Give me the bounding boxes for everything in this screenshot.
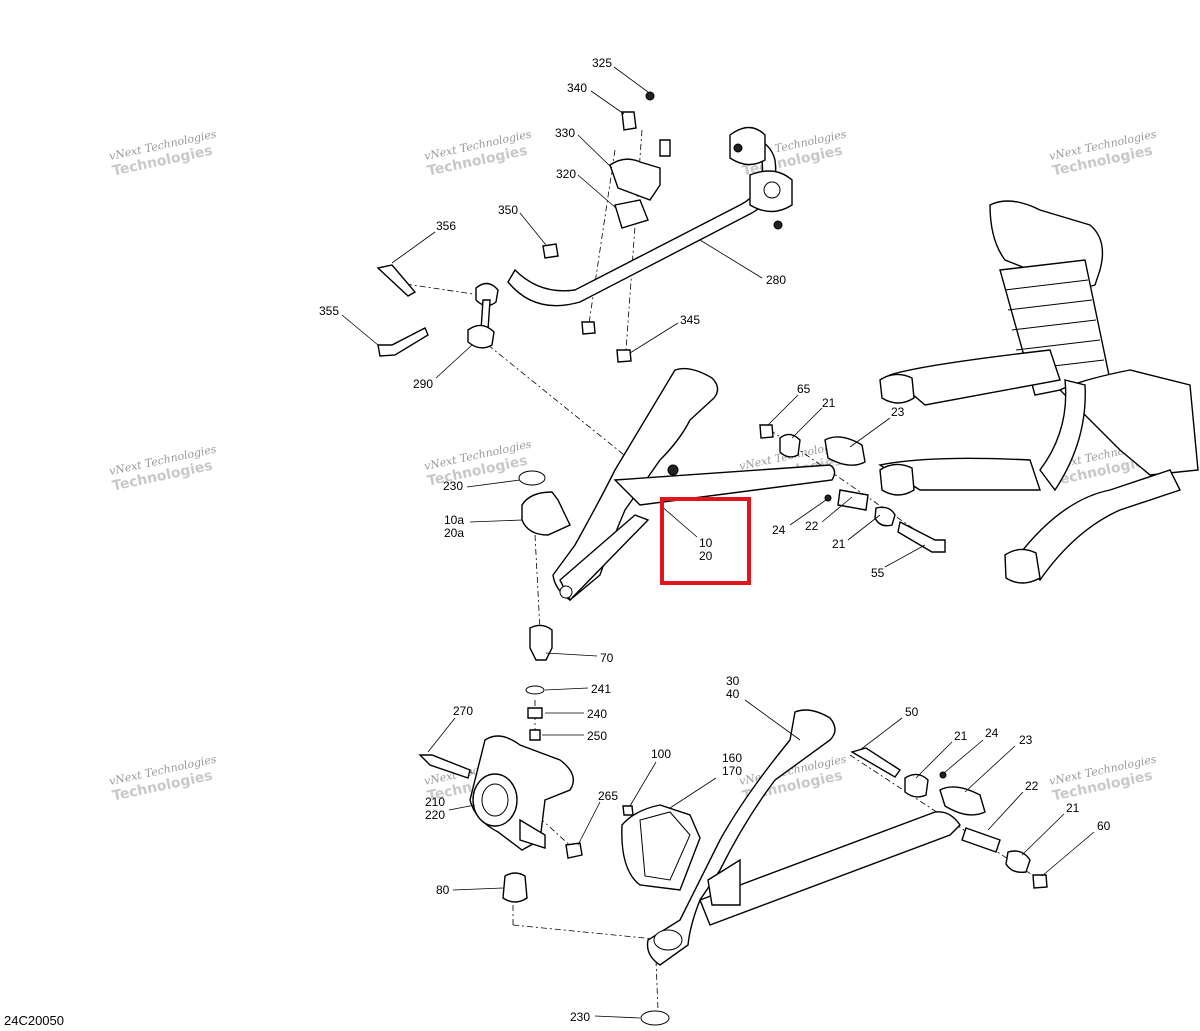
callout-330: 330: [555, 126, 575, 140]
callout-210: 210: [425, 795, 445, 809]
callout-21-upper-b: 21: [832, 537, 846, 551]
upper-a-arm: [518, 367, 836, 602]
callout-345: 345: [680, 313, 700, 327]
callout-30: 30: [726, 674, 740, 688]
steering-knuckle: [418, 624, 583, 903]
callout-340: 340: [567, 81, 587, 95]
callout-240: 240: [587, 707, 607, 721]
callout-250: 250: [587, 729, 607, 743]
callout-230-upper: 230: [443, 479, 463, 493]
callout-100: 100: [651, 747, 671, 761]
callout-325: 325: [592, 56, 612, 70]
highlight-box: [660, 497, 751, 585]
callout-10a: 10a: [444, 513, 464, 527]
callout-280: 280: [766, 273, 786, 287]
callout-160: 160: [722, 751, 742, 765]
callout-21-lower-a: 21: [954, 729, 968, 743]
callout-356: 356: [436, 219, 456, 233]
callout-22-upper: 22: [805, 519, 819, 533]
callout-24-upper: 24: [772, 523, 786, 537]
callout-220: 220: [425, 808, 445, 822]
callout-270: 270: [453, 704, 473, 718]
callout-10: 10: [699, 536, 713, 550]
callout-40: 40: [726, 687, 740, 701]
lower-a-arm: [621, 709, 961, 1026]
upper-arm-hardware: [759, 424, 946, 553]
callout-50: 50: [905, 705, 919, 719]
callout-265: 265: [598, 789, 618, 803]
callout-60: 60: [1097, 819, 1111, 833]
leader-lines: [341, 66, 1095, 1019]
callout-355: 355: [319, 304, 339, 318]
callout-170: 170: [722, 764, 742, 778]
callout-22-lower: 22: [1025, 779, 1039, 793]
callout-65: 65: [797, 382, 811, 396]
shock-absorber-assembly: [878, 200, 1199, 584]
callout-230-lower: 230: [570, 1010, 590, 1024]
callout-80: 80: [436, 883, 450, 897]
sway-bar-assembly: [376, 91, 793, 363]
callout-241: 241: [591, 682, 611, 696]
callout-23-upper: 23: [891, 405, 905, 419]
callout-20: 20: [699, 549, 713, 563]
callout-70: 70: [600, 651, 614, 665]
callout-350: 350: [498, 203, 518, 217]
callout-290: 290: [413, 377, 433, 391]
callout-labels: 325 340 330 320 350 356 355 290 280 345 …: [319, 56, 1111, 1024]
callout-24-lower: 24: [985, 726, 999, 740]
callout-20a: 20a: [444, 526, 464, 540]
callout-320: 320: [556, 167, 576, 181]
lower-arm-hardware: [850, 747, 1048, 889]
callout-23-lower: 23: [1019, 733, 1033, 747]
drawing-id: 24C20050: [4, 1013, 64, 1028]
callout-21-lower-b: 21: [1066, 801, 1080, 815]
callout-55: 55: [871, 566, 885, 580]
callout-21-upper-a: 21: [822, 396, 836, 410]
